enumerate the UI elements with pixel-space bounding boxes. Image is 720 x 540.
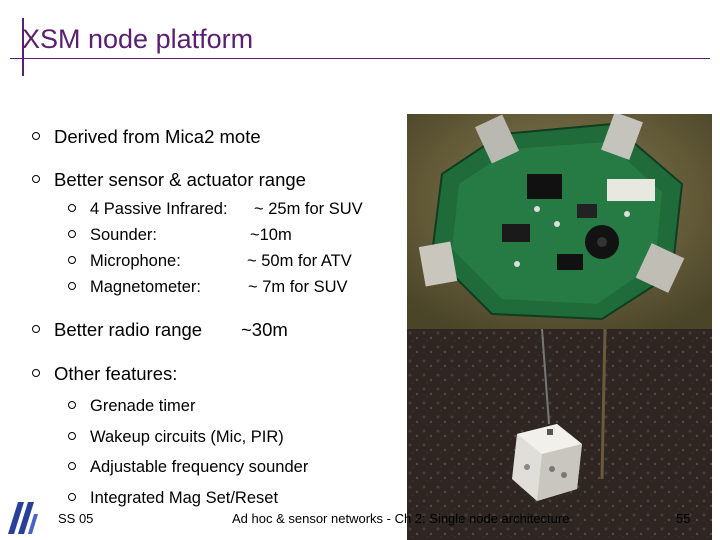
footer-page-number: 55 <box>676 511 691 526</box>
sensor-item: 4 Passive Infrared: <box>68 200 228 219</box>
board-illustration <box>407 114 712 329</box>
title-vertical-rule <box>22 18 24 76</box>
radio-value: ~30m <box>241 319 288 340</box>
sensor-value: ~10m <box>250 226 292 244</box>
sensor-value: ~ 50m for ATV <box>247 252 352 270</box>
sensor-item: Microphone: <box>68 252 181 271</box>
bullet-dot-icon <box>32 175 40 184</box>
bullet-dot-icon <box>68 431 76 440</box>
bullet-dot-icon <box>32 132 40 141</box>
feature-text: Grenade timer <box>90 397 196 415</box>
bullet-text: Derived from Mica2 mote <box>54 126 261 147</box>
sensor-name: 4 Passive Infrared: <box>90 200 228 218</box>
xsm-board-photo <box>407 114 712 329</box>
sensor-name: Sounder: <box>90 226 157 244</box>
sensor-value: ~ 7m for SUV <box>248 278 348 296</box>
feature-item: Grenade timer <box>68 397 195 416</box>
slide-title: XSM node platform <box>22 24 254 54</box>
feature-item: Wakeup circuits (Mic, PIR) <box>68 428 284 447</box>
sensor-name: Magnetometer: <box>90 278 201 296</box>
feature-text: Wakeup circuits (Mic, PIR) <box>90 428 284 446</box>
feature-item: Integrated Mag Set/Reset <box>68 489 278 508</box>
ground-illustration <box>407 329 712 540</box>
title-horizontal-rule <box>10 58 710 59</box>
bullet-radio: Better radio range <box>32 319 202 341</box>
bullet-text: Better radio range <box>54 319 203 340</box>
sensor-value: ~ 25m for SUV <box>254 200 363 218</box>
bullet-text: Better sensor & actuator range <box>54 169 306 190</box>
footer-course: SS 05 <box>58 511 94 526</box>
bullet-dot-icon <box>32 369 40 378</box>
university-logo-icon <box>4 496 40 536</box>
footer-title: Ad hoc & sensor networks - Ch 2: Single … <box>232 511 570 526</box>
feature-text: Adjustable frequency sounder <box>90 458 309 476</box>
bullet-dot-icon <box>68 229 76 238</box>
deployed-node-photo <box>407 329 712 540</box>
bullet-dot-icon <box>68 492 76 501</box>
bullet-dot-icon <box>68 400 76 409</box>
bullet-derived: Derived from Mica2 mote <box>32 126 261 148</box>
sensor-name: Microphone: <box>90 252 181 270</box>
bullet-sensor-range: Better sensor & actuator range <box>32 169 306 191</box>
feature-text: Integrated Mag Set/Reset <box>90 489 279 507</box>
bullet-dot-icon <box>68 461 76 470</box>
bullet-other: Other features: <box>32 363 177 385</box>
bullet-dot-icon <box>68 203 76 212</box>
bullet-dot-icon <box>68 281 76 290</box>
feature-item: Adjustable frequency sounder <box>68 458 308 477</box>
sensor-item: Magnetometer: <box>68 278 201 297</box>
sensor-item: Sounder: <box>68 226 157 245</box>
bullet-text: Other features: <box>54 363 178 384</box>
bullet-dot-icon <box>68 255 76 264</box>
bullet-dot-icon <box>32 325 40 334</box>
